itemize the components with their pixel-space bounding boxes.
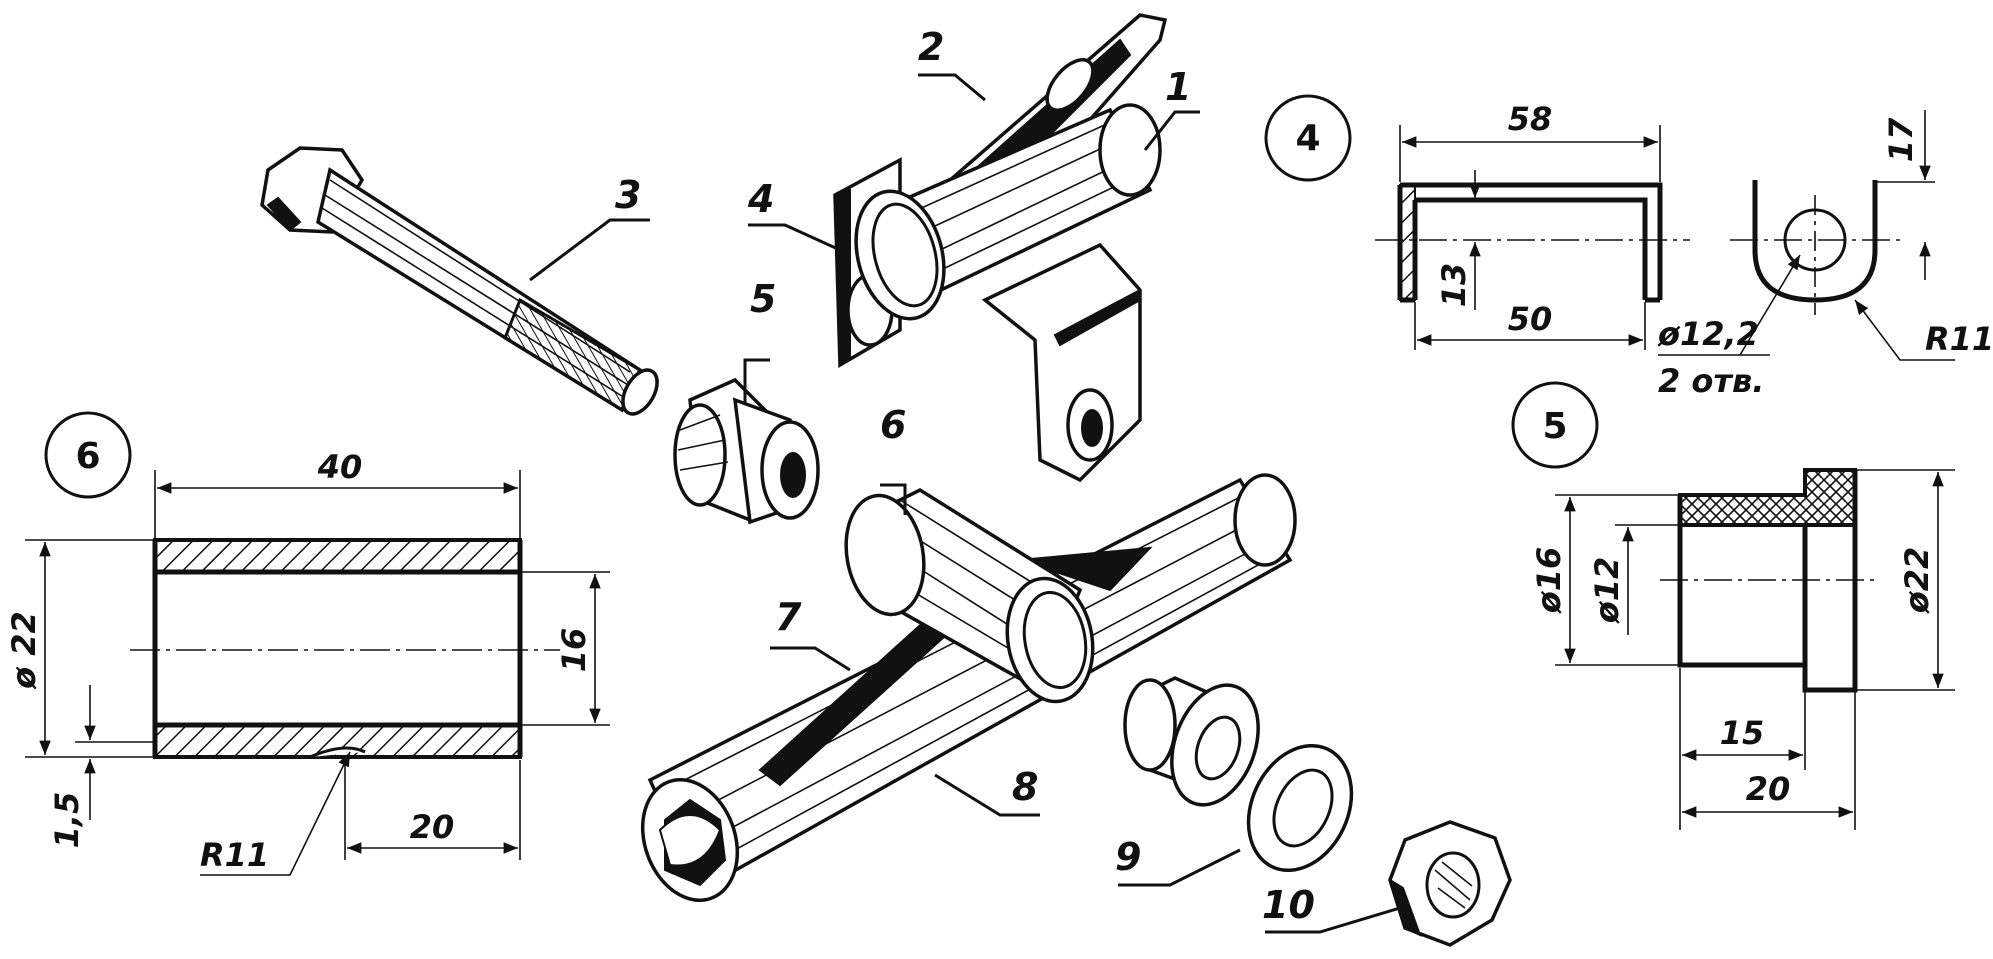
detail-4-dim-17: 17 xyxy=(1882,117,1920,162)
detail-6-dim-20: 20 xyxy=(410,808,455,846)
detail-4-r11: R11 xyxy=(1925,320,1993,358)
detail-4-drawing: 4 58 50 13 17 ø12,2 2 от xyxy=(1264,94,1993,400)
callout-10: 10 xyxy=(1262,883,1315,927)
detail-5-dim-d22: ø22 xyxy=(1898,547,1936,615)
callout-5: 5 xyxy=(750,277,776,321)
detail-4-dim-58: 58 xyxy=(1508,100,1553,138)
detail-6-dim-40: 40 xyxy=(317,448,363,486)
detail-4-dim-13: 13 xyxy=(1435,263,1473,308)
bolt-part-3 xyxy=(260,146,659,416)
detail-6-dim-16: 16 xyxy=(555,628,593,673)
bracket-assembly-1-2-4 xyxy=(833,13,1168,483)
callout-6: 6 xyxy=(880,403,906,447)
detail-6-dim-d22: ø 22 xyxy=(5,611,43,690)
callout-4: 4 xyxy=(747,177,774,221)
frame-assembly-6-7-8 xyxy=(640,473,1297,903)
detail-5-dim-20: 20 xyxy=(1746,770,1791,808)
bushing-part-5 xyxy=(673,377,820,525)
callout-3: 3 xyxy=(615,173,641,217)
callout-2: 2 xyxy=(918,25,944,69)
nut-part-10 xyxy=(1388,820,1512,947)
washer-part-9 xyxy=(1246,743,1354,873)
detail-5-dim-d12: ø12 xyxy=(1588,557,1626,625)
detail-5-drawing: 5 ø16 ø12 ø22 15 20 xyxy=(1511,381,1955,830)
callout-8: 8 xyxy=(1012,765,1038,809)
callout-numbers: 1 2 3 4 5 6 7 8 9 10 xyxy=(615,25,1315,927)
detail-5-label: 5 xyxy=(1542,406,1567,447)
detail-4-holes-count: 2 отв. xyxy=(1658,362,1764,400)
bushing-second xyxy=(1123,676,1260,807)
callout-1: 1 xyxy=(1165,65,1191,109)
detail-6-drawing: 6 40 ø 22 16 1,5 20 xyxy=(5,411,610,876)
bolt-thread xyxy=(503,297,642,413)
detail-4-label: 4 xyxy=(1295,118,1320,159)
detail-6-label: 6 xyxy=(75,436,100,477)
detail-4-hole-dia: ø12,2 xyxy=(1657,315,1759,353)
bushing-flange xyxy=(673,403,727,507)
detail-6-dim-1-5: 1,5 xyxy=(48,792,86,849)
callout-leaders xyxy=(529,73,1401,934)
detail-4-dim-50: 50 xyxy=(1508,300,1553,338)
detail-6-r11: R11 xyxy=(200,836,269,874)
callout-7: 7 xyxy=(775,595,802,639)
detail-5-dim-15: 15 xyxy=(1720,714,1765,752)
detail-5-dim-d16: ø16 xyxy=(1530,547,1568,615)
callout-9: 9 xyxy=(1115,835,1141,879)
